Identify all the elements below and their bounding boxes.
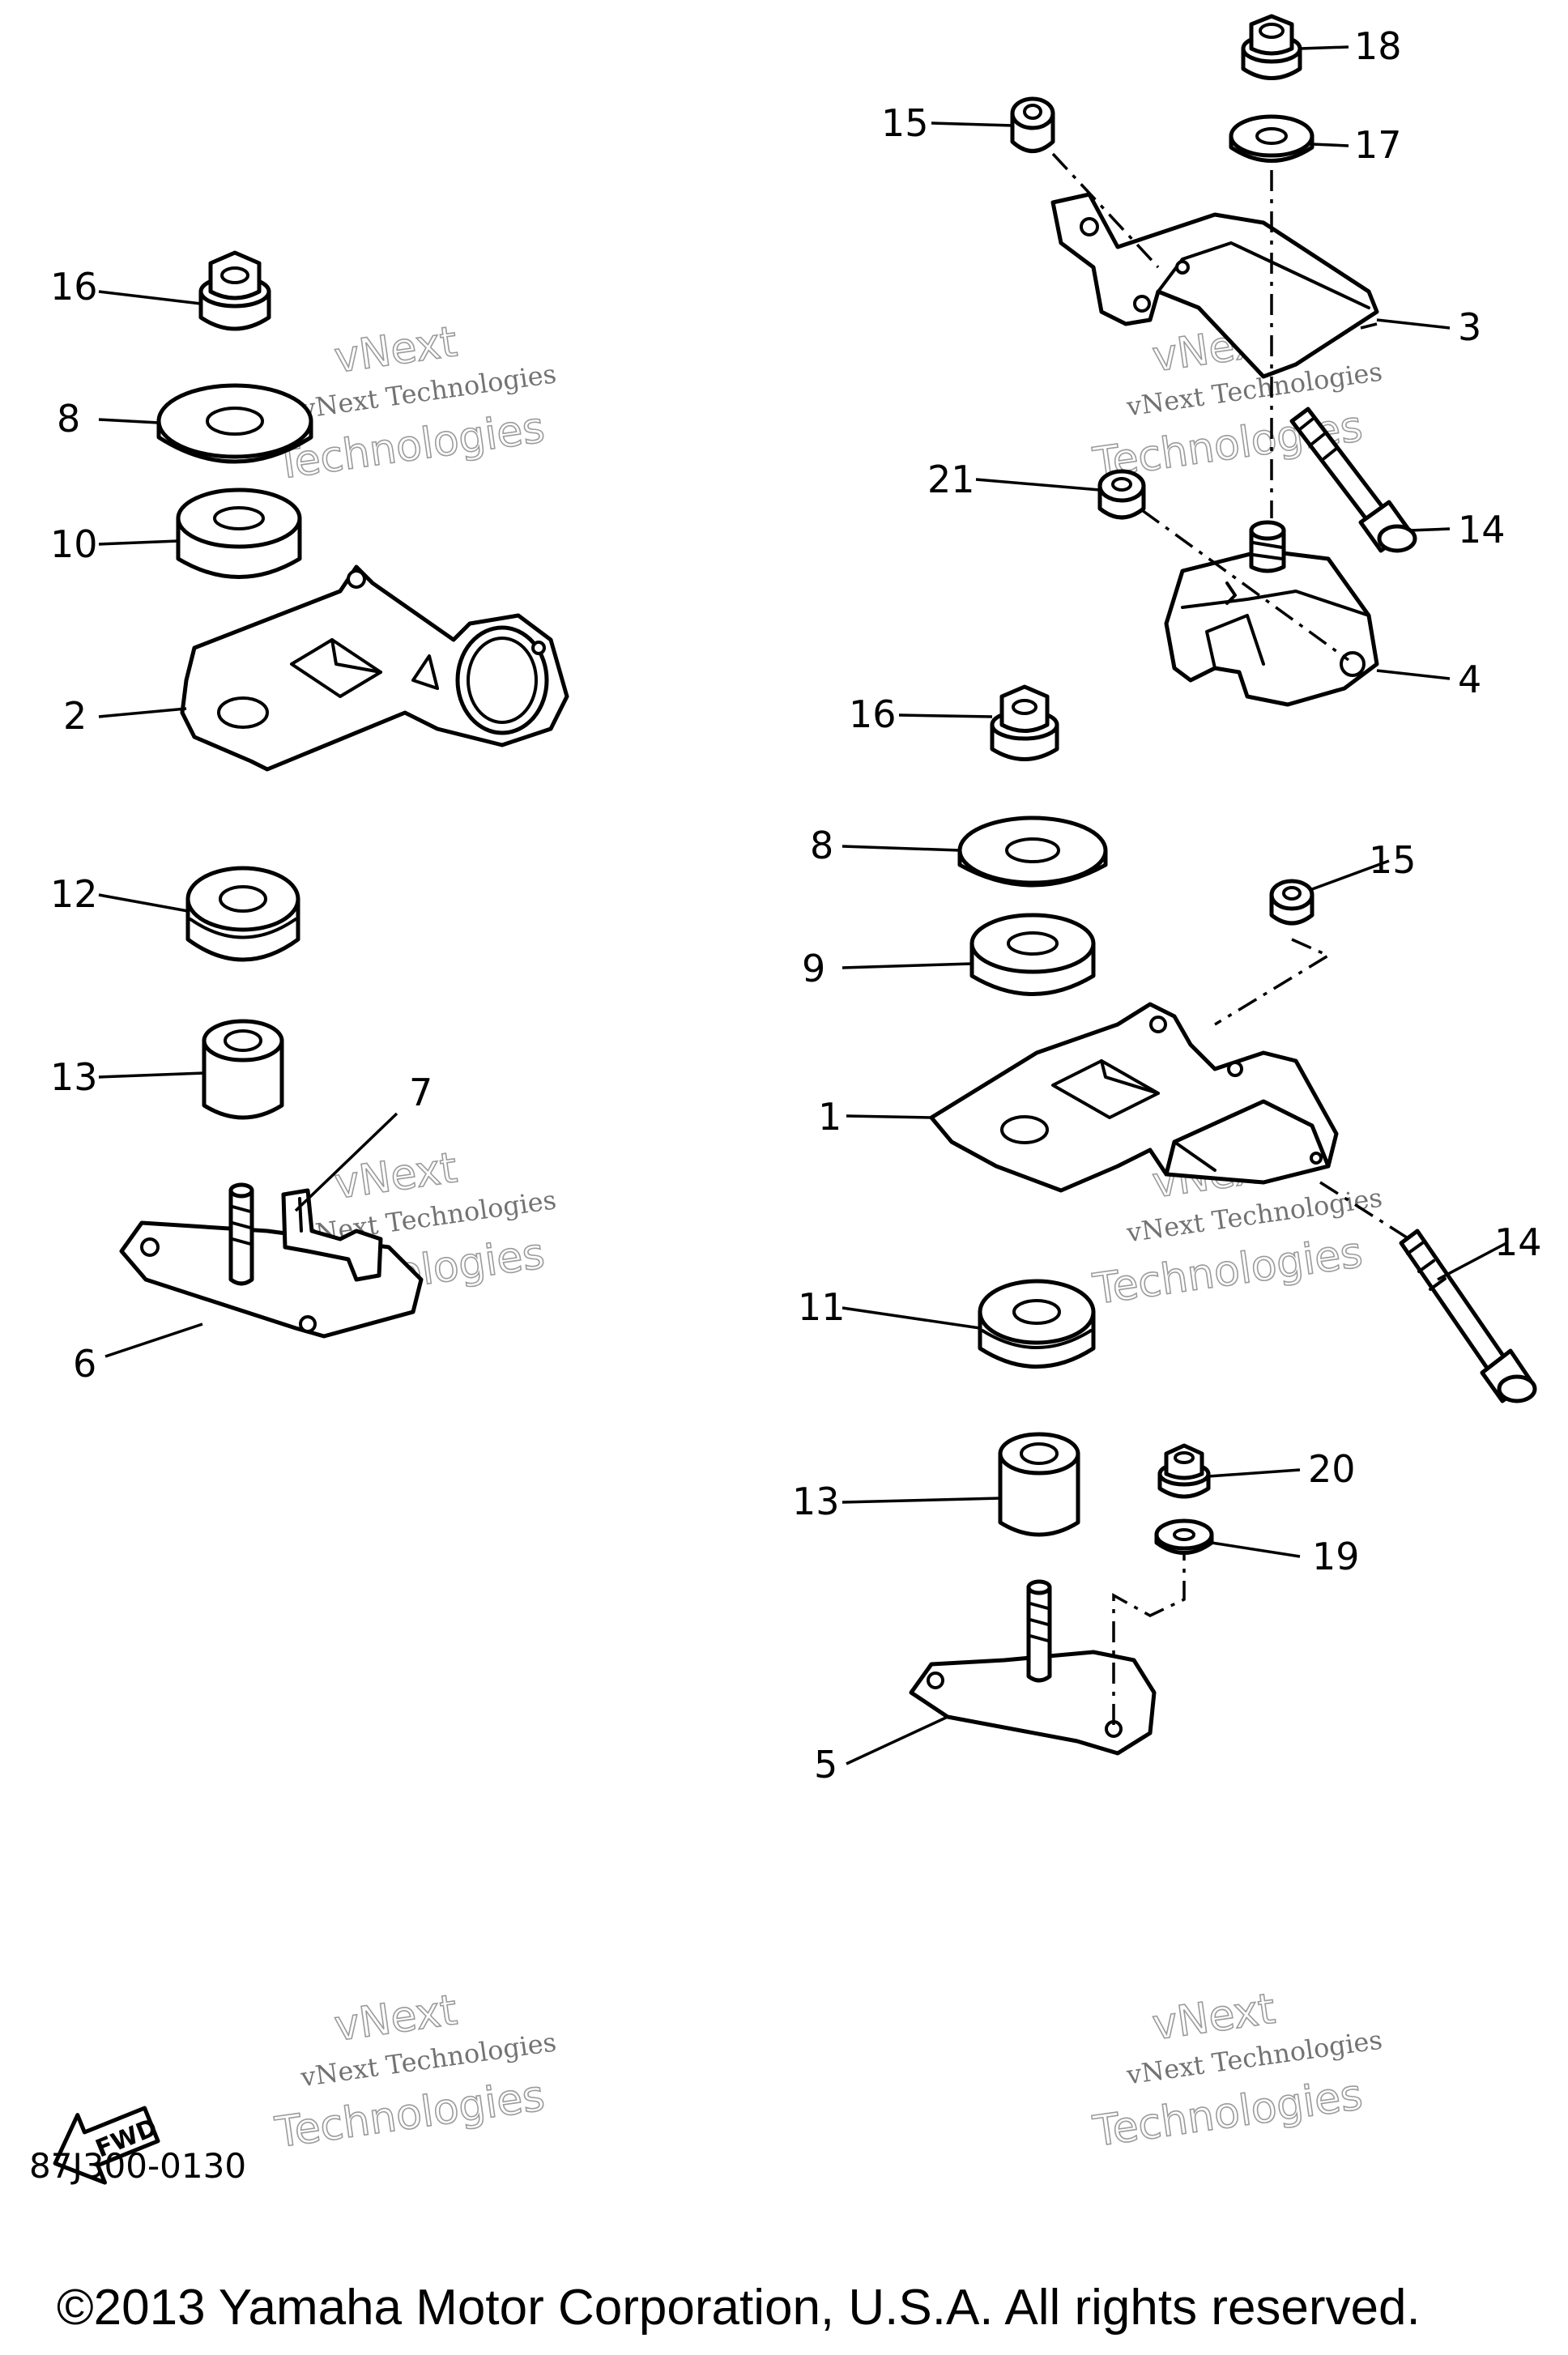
callout-11: 11 <box>798 1285 846 1329</box>
part-10-spacer-left <box>176 488 302 579</box>
part-20-nut <box>1157 1443 1211 1499</box>
part-3-upper-bracket <box>1050 192 1379 379</box>
callout-13-left: 13 <box>50 1055 98 1099</box>
callout-2: 2 <box>63 694 87 738</box>
part-6-base-plate <box>119 1182 424 1339</box>
watermark-big-text: vNext <box>1149 1985 1278 2051</box>
callout-12: 12 <box>50 872 98 916</box>
callout-7: 7 <box>409 1071 432 1114</box>
watermark-big-text: vNext <box>331 317 460 383</box>
callout-17: 17 <box>1354 123 1402 167</box>
part-5-base-plate <box>909 1579 1157 1756</box>
part-16-nut-right <box>990 684 1059 761</box>
part-12-grommet <box>185 866 300 962</box>
watermark-bottom-left: vNext Technologies vNext Technologies <box>271 1985 558 2158</box>
callout-3: 3 <box>1458 305 1481 349</box>
part-14-bolt-top <box>1289 407 1417 553</box>
part-16-nut-left <box>198 250 271 331</box>
callout-15-right: 15 <box>1369 838 1417 882</box>
part-4-engine-mount <box>1164 520 1379 707</box>
callout-20: 20 <box>1308 1447 1356 1491</box>
callout-16-left: 16 <box>50 265 98 309</box>
callout-6: 6 <box>73 1342 96 1386</box>
assembly-centerlines <box>1051 152 1410 1725</box>
part-11-grommet <box>978 1279 1096 1369</box>
drawing-number: 87J300-0130 <box>29 2146 247 2186</box>
part-8-washer-left <box>156 383 313 464</box>
callout-15-top: 15 <box>881 101 929 145</box>
part-21-nut <box>1097 469 1146 520</box>
callout-4: 4 <box>1458 658 1481 701</box>
part-1-bracket <box>929 1002 1339 1193</box>
part-9-spacer <box>969 913 1096 996</box>
part-13-collar-left <box>202 1019 284 1120</box>
callout-10: 10 <box>50 522 98 566</box>
callout-21: 21 <box>927 458 975 501</box>
watermark-big-text: vNext <box>331 1143 460 1209</box>
part-19-washer <box>1154 1518 1214 1555</box>
callout-8-right: 8 <box>810 824 833 867</box>
callout-8-left: 8 <box>57 397 80 441</box>
watermark-top-left: vNext Technologies vNext Technologies <box>271 317 558 490</box>
callout-5: 5 <box>814 1743 837 1786</box>
part-13-collar-right <box>998 1432 1080 1537</box>
part-18-nut <box>1241 14 1302 80</box>
part-2-bracket <box>180 564 569 772</box>
callout-18: 18 <box>1354 24 1402 68</box>
part-15-nut-right <box>1269 879 1314 926</box>
watermark-big-text: vNext <box>331 1986 460 2051</box>
callout-1: 1 <box>818 1095 842 1139</box>
watermark-bottom-right: vNext Technologies vNext Technologies <box>1089 1984 1384 2157</box>
part-8-washer-right <box>957 816 1108 888</box>
callout-14-top: 14 <box>1458 508 1506 551</box>
leader-lines <box>98 45 1507 1765</box>
callout-labels: 16 8 10 2 12 13 7 6 18 15 17 3 21 14 4 1… <box>50 24 1542 1786</box>
callout-13-right: 13 <box>792 1480 840 1523</box>
callout-9: 9 <box>802 947 825 990</box>
copyright-notice: ©2013 Yamaha Motor Corporation, U.S.A. A… <box>57 2280 1421 2336</box>
part-14-bolt-right <box>1399 1229 1537 1403</box>
part-15-nut-top <box>1010 96 1055 153</box>
callout-14-right: 14 <box>1494 1220 1542 1264</box>
part-17-washer <box>1229 114 1314 163</box>
callout-16-right: 16 <box>849 692 897 736</box>
callout-19: 19 <box>1312 1535 1360 1578</box>
